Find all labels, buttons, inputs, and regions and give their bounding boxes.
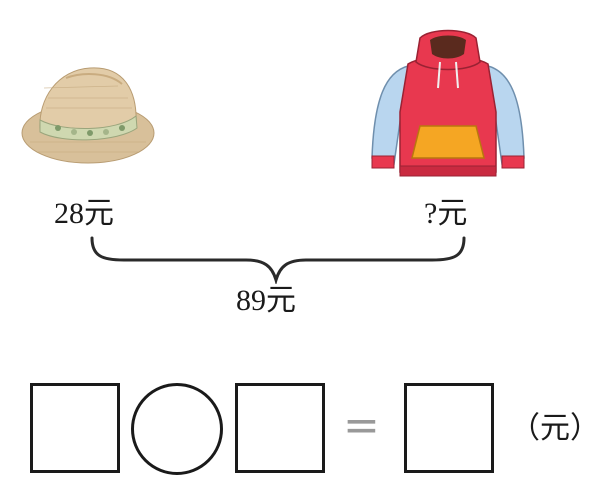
hat-icon xyxy=(21,67,155,164)
total-price-label: 89元 xyxy=(236,284,296,317)
curly-brace-icon xyxy=(90,236,466,286)
equals-sign: = xyxy=(343,400,380,451)
hat-image xyxy=(18,58,163,168)
answer-box-first-number[interactable] xyxy=(30,383,120,473)
answer-box-result[interactable] xyxy=(404,383,494,473)
unit-label: （元） xyxy=(510,412,600,445)
answer-box-second-number[interactable] xyxy=(235,383,325,473)
hoodie-price-label: ?元 xyxy=(424,197,468,230)
hoodie-icon xyxy=(371,29,525,177)
total-brace xyxy=(88,232,468,286)
hoodie-image xyxy=(368,28,528,184)
hat-price-label: 28元 xyxy=(54,197,114,230)
answer-circle-operator[interactable] xyxy=(131,383,223,475)
